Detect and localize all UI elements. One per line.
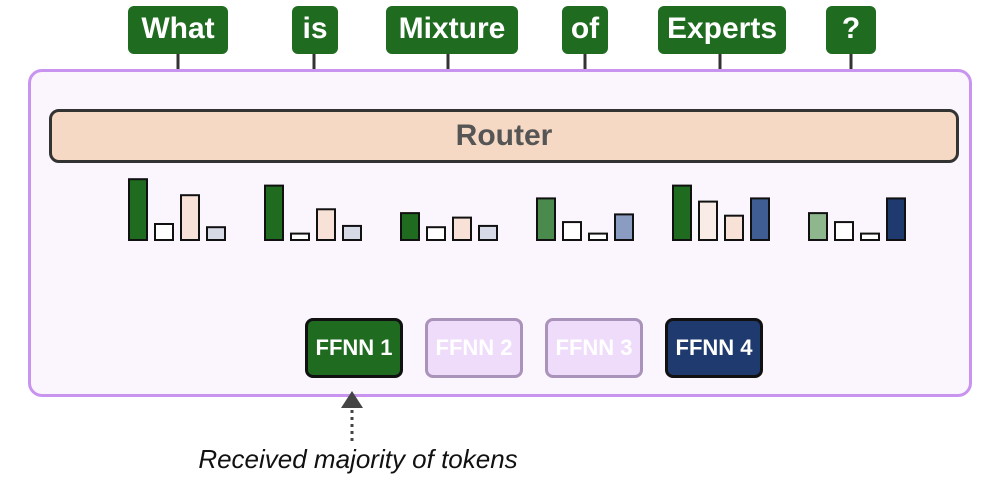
router-probability-bar [808,212,828,241]
router-probability-bar [588,232,608,242]
router-probability-bar [886,197,906,241]
router-probability-bar [400,212,420,241]
arrow-head-icon [341,391,363,408]
router-probability-bar [154,223,174,241]
router-probability-bar [860,232,880,242]
router-probability-bar [562,221,582,242]
expert-ffnn-1: FFNN 1 [305,318,403,378]
router-probability-bar [264,184,284,242]
expert-ffnn-3: FFNN 3 [545,318,643,378]
token-mixture: Mixture [386,6,518,54]
router-probability-bar [180,194,200,241]
router-probability-bar [478,224,498,241]
router-probability-bar [128,178,148,241]
router-probability-bar [342,224,362,241]
caption-received-majority: Received majority of tokens [198,444,518,474]
router-probability-bar [614,213,634,241]
router-probability-bar [536,197,556,241]
router-probability-bar [750,197,770,241]
token-question-mark: ? [826,6,876,54]
router-box: Router [49,109,959,163]
router-probability-bar [426,226,446,241]
router-probability-bar [698,200,718,242]
router-probability-bar [672,184,692,242]
expert-ffnn-2: FFNN 2 [425,318,523,378]
expert-ffnn-4: FFNN 4 [665,318,763,378]
router-probability-bar [290,232,310,242]
router-probability-bar [206,226,226,241]
token-of: of [562,6,608,54]
token-experts: Experts [658,6,786,54]
router-probability-bar [724,214,744,241]
router-probability-bar [316,208,336,241]
token-is: is [292,6,338,54]
router-probability-bar [834,221,854,242]
router-probability-bar [452,216,472,242]
token-what: What [128,6,228,54]
